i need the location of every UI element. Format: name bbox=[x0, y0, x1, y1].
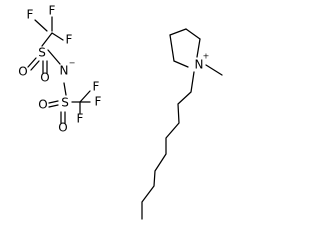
negative-charge-label: − bbox=[69, 59, 76, 68]
chemical-structure-svg: F F F S O O N − S O O F F F N + bbox=[18, 4, 223, 220]
positive-charge-label: + bbox=[203, 52, 210, 61]
sulfur-label: S bbox=[38, 46, 46, 60]
ring-bond-1 bbox=[169, 28, 187, 36]
fluorine-label: F bbox=[27, 8, 34, 22]
fluorine-label: F bbox=[66, 33, 73, 47]
bond-f1-c1 bbox=[34, 19, 48, 32]
bond-c1-s1 bbox=[41, 32, 53, 47]
nitrogen-label: N bbox=[60, 64, 69, 78]
bond-s2-o3 bbox=[48, 100, 59, 104]
nitrogen-label: N bbox=[195, 58, 204, 72]
cation-bonds bbox=[141, 28, 223, 220]
ring-bond-3 bbox=[196, 38, 201, 58]
fluorine-label: F bbox=[95, 95, 102, 109]
fluorine-label: F bbox=[49, 4, 56, 18]
bond-f3-c1 bbox=[51, 32, 64, 41]
ring-bond-2 bbox=[185, 28, 201, 40]
chemical-structure-figure: F F F S O O N − S O O F F F N + bbox=[18, 3, 223, 220]
ring-bond-4 bbox=[173, 60, 189, 68]
oxygen-label: O bbox=[38, 98, 47, 112]
atom-labels: F F F S O O N − S O O F F F N + bbox=[18, 4, 209, 135]
oxygen-label: O bbox=[18, 65, 27, 79]
bond-s1-o1-double bbox=[30, 60, 40, 71]
oxygen-label: O bbox=[58, 121, 67, 135]
octyl-chain bbox=[141, 71, 195, 220]
fluorine-label: F bbox=[77, 112, 84, 126]
oxygen-label: O bbox=[40, 71, 49, 85]
anion-bonds bbox=[27, 16, 91, 124]
methyl-bond bbox=[205, 64, 223, 76]
bond-s2-o3-double bbox=[48, 104, 59, 108]
bond-c2-f4 bbox=[79, 90, 91, 103]
ring-bond-5 bbox=[169, 34, 175, 62]
bond-n-s2 bbox=[63, 82, 67, 96]
fluorine-label: F bbox=[93, 80, 100, 94]
sulfur-label: S bbox=[61, 96, 69, 110]
bond-s1-n bbox=[47, 49, 61, 65]
bond-s1-o1 bbox=[27, 57, 37, 68]
